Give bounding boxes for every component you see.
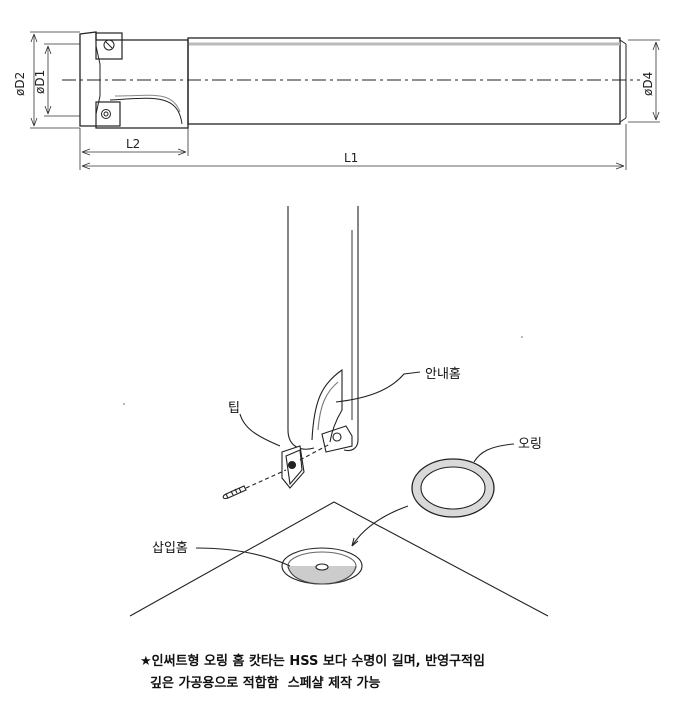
shank-body [187,37,621,125]
tool-shank-right-edge [343,206,359,452]
leader-guide-groove [335,371,421,403]
cutter-side-view [62,31,640,129]
screw [222,485,247,500]
guide-groove [311,368,343,443]
dimension-lines [30,31,660,170]
speck [123,403,125,405]
leader-tip [239,413,281,447]
label-tip: 팁 [228,401,240,416]
upper-insert [95,32,123,60]
note-line-2: 깊은 가공용으로 적합함 스페샬 제작 가능 [150,676,381,691]
leader-o-ring [473,443,515,463]
dim-d4-label: øD4 [641,72,655,96]
leader-insert-groove [195,547,291,567]
label-insert-groove: 삽입홈 [152,541,188,556]
o-ring [411,458,495,518]
lower-insert [95,101,121,127]
workpiece-plane [129,501,549,617]
arrow-o-ring-to-groove [351,505,409,547]
note-line-1: ★인써트형 오링 홈 캇타는 HSS 보다 수명이 길며, 반영구적임 [140,654,485,669]
label-o-ring: 오링 [518,437,542,452]
dim-l1-label: L1 [344,151,358,165]
dim-d2-label: øD2 [13,72,27,96]
label-guide-groove: 안내홈 [425,367,461,382]
assembly-illustration [129,206,549,617]
tool-shank-left-edge [287,206,315,450]
speck [521,336,523,338]
dim-l2-label: L2 [126,137,140,151]
dim-d1-label: øD1 [33,70,47,94]
